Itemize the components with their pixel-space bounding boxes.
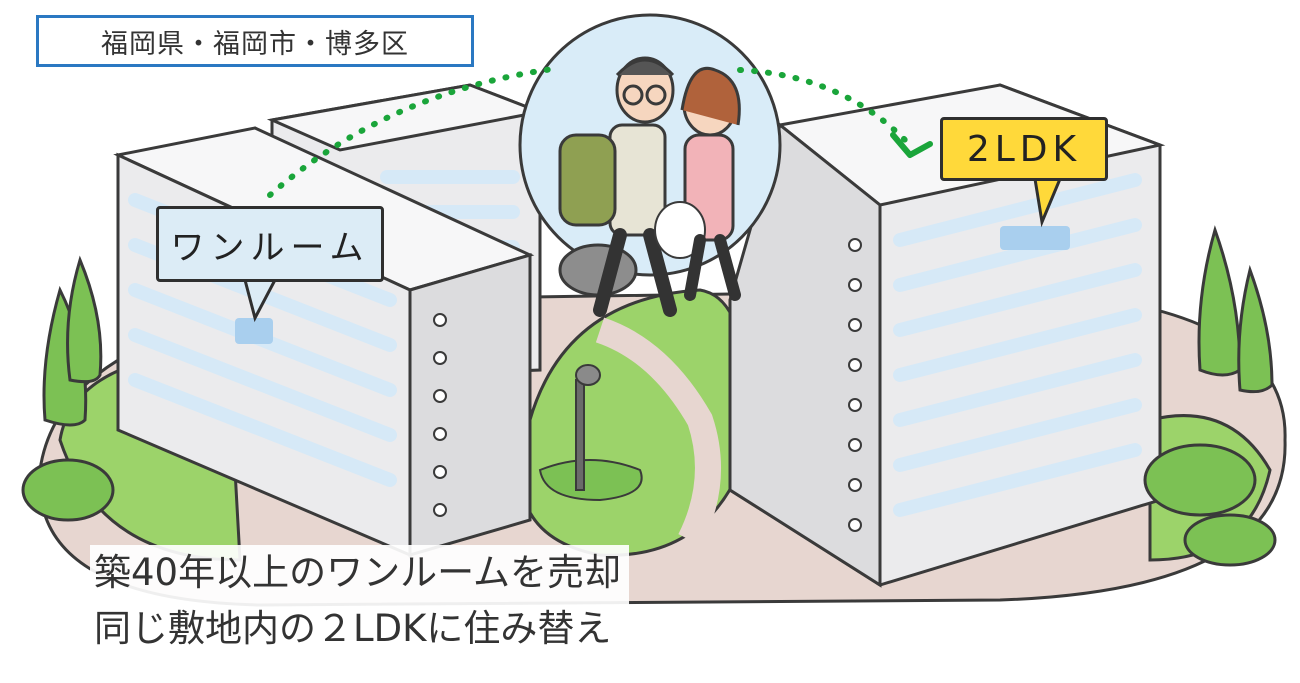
caption-line-2: 同じ敷地内の２LDKに住み替え [94,607,612,650]
couple-with-backpacks [518,13,782,317]
arrow-head [890,132,933,158]
street-lamp [575,364,601,491]
two-ldk-tag: 2LDK [940,117,1108,181]
dotted-move-arrow [267,65,908,198]
caption-line-1: 築40年以上のワンルームを売却 [94,551,621,594]
one-room-tag: ワンルーム [156,206,384,282]
trees [21,225,1277,567]
right-building [728,83,1166,588]
caption: 築40年以上のワンルームを売却 同じ敷地内の２LDKに住み替え [90,545,629,663]
location-label: 福岡県・福岡市・博多区 [36,15,474,67]
